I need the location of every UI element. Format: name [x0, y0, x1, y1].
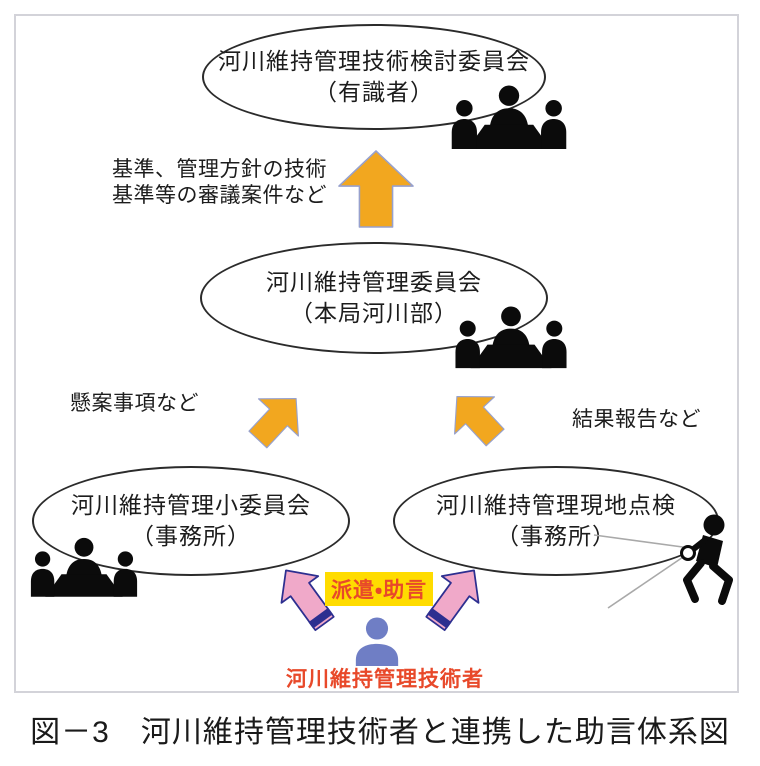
figure-caption: 図－3 河川維持管理技術者と連携した助言体系図	[30, 716, 730, 749]
engineer-icon	[355, 617, 399, 666]
node-review-committee-line2: （有識者）	[314, 79, 434, 105]
inspector-icon	[593, 514, 733, 609]
label-agenda: 基準、管理方針の技術 基準等の審議案件など	[112, 157, 327, 209]
advice-arrow-left-icon	[280, 569, 335, 632]
node-review-committee-line1: 河川維持管理技術検討委員会	[218, 48, 530, 74]
meeting-icon-left	[30, 537, 138, 597]
node-committee: 河川維持管理委員会 （本局河川部）	[200, 242, 548, 354]
arrow-upright-icon	[248, 397, 299, 449]
label-result-report: 結果報告など	[572, 408, 701, 431]
meeting-icon-top	[451, 85, 567, 150]
dispatch-advice-badge: 派遣・助言	[325, 572, 434, 606]
meeting-icon-middle	[455, 306, 567, 369]
label-pending-items: 懸案事項など	[70, 392, 199, 415]
node-review-committee: 河川維持管理技術検討委員会 （有識者）	[202, 24, 546, 130]
node-site-inspection-line2: （事務所）	[496, 523, 616, 549]
arrow-upleft-icon	[454, 395, 505, 447]
node-site-inspection: 河川維持管理現地点検 （事務所）	[393, 466, 719, 576]
node-subcommittee-line1: 河川維持管理小委員会	[71, 492, 311, 518]
node-subcommittee: 河川維持管理小委員会 （事務所）	[32, 466, 350, 576]
arrow-up-icon	[338, 150, 414, 228]
label-agenda-line1: 基準、管理方針の技術	[112, 158, 327, 181]
engineer-label: 河川維持管理技術者	[286, 668, 484, 691]
advice-arrow-right-icon	[425, 569, 480, 632]
node-subcommittee-line2: （事務所）	[131, 523, 251, 549]
node-site-inspection-line1: 河川維持管理現地点検	[436, 492, 676, 518]
node-committee-line1: 河川維持管理委員会	[266, 269, 482, 295]
label-agenda-line2: 基準等の審議案件など	[112, 184, 327, 207]
node-committee-line2: （本局河川部）	[290, 300, 458, 326]
